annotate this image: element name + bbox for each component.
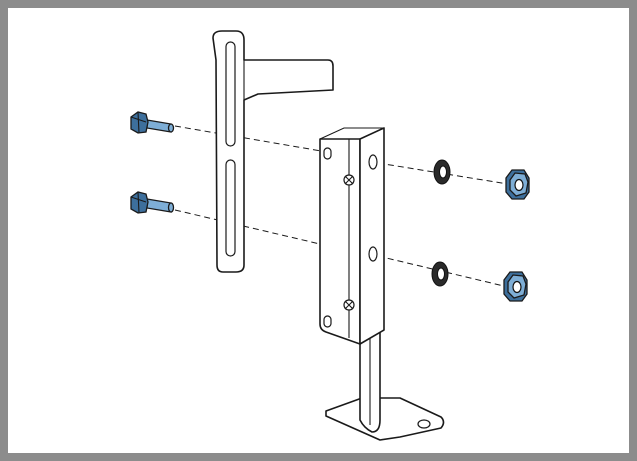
bracket-foot [325,397,445,441]
upper-bolt-head [130,111,149,134]
lower-rivet [343,299,355,311]
lower-bolt-shank [146,198,172,213]
flange-lower-hole [368,246,378,262]
lower-bolt [130,191,175,214]
l-bracket-body [212,30,334,273]
foot-hole [417,419,431,429]
bracket-top-edge [319,127,384,140]
lower-nut [503,271,528,302]
front-plate-lower-hole [323,315,332,328]
upper-washer [433,159,451,185]
flange-upper-hole [368,154,378,170]
upper-bolt-guide [174,125,328,153]
upper-nut [505,169,530,200]
bracket-side-flange [359,127,385,345]
illustration-panel [8,8,629,453]
mounting-bracket [319,127,445,441]
lower-washer [431,261,449,287]
l-bracket-lower-slot [225,159,236,257]
assembly-diagram [130,30,530,441]
bracket-front-plate [319,138,361,345]
lower-nut-guide [377,255,509,288]
upper-rivet [343,174,355,186]
front-plate-upper-hole [323,147,332,160]
l-bracket [212,30,334,273]
lower-bolt-head [130,191,149,214]
l-bracket-upper-slot [225,41,236,147]
upper-bolt [130,111,175,134]
lower-bolt-guide [174,209,321,245]
upper-bolt-shank [146,119,172,133]
